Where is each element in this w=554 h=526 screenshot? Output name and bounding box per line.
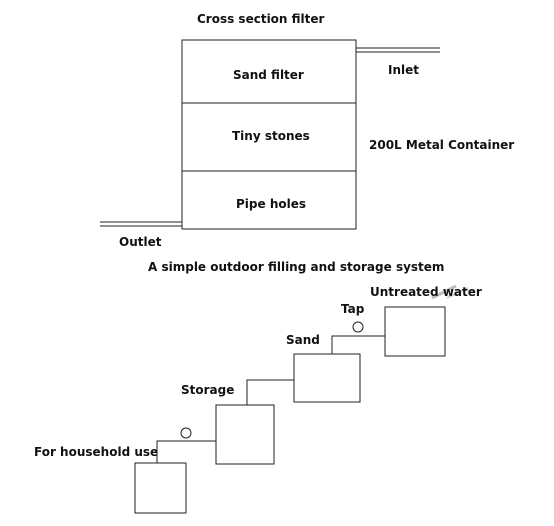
untreated-water-label: Untreated water: [370, 285, 482, 299]
pipe-storage-to-household: [156, 440, 216, 463]
inlet-label: Inlet: [388, 63, 419, 77]
pipe-untreated-to-sand: [331, 335, 385, 354]
inlet-pipe: [356, 47, 440, 53]
storage-tap-valve-icon: [180, 427, 192, 439]
storage-label: Storage: [181, 383, 234, 397]
layer-tiny-stones: Tiny stones: [232, 129, 310, 143]
tap-valve-icon: [352, 321, 364, 333]
pipe-sand-to-storage: [246, 379, 294, 405]
container-label: 200L Metal Container: [369, 138, 514, 152]
pencil-mark-icon: [431, 284, 469, 300]
sand-label: Sand: [286, 333, 320, 347]
household-tank: [134, 462, 187, 514]
metal-container: [181, 39, 357, 230]
household-use-label: For household use: [34, 445, 158, 459]
storage-tank: [215, 404, 275, 465]
layer-pipe-holes: Pipe holes: [236, 197, 306, 211]
cross-section-title: Cross section filter: [197, 12, 325, 26]
sand-filter-tank: [293, 353, 361, 403]
system-title: A simple outdoor filling and storage sys…: [148, 260, 444, 274]
outlet-label: Outlet: [119, 235, 162, 249]
tap-label: Tap: [341, 302, 365, 316]
layer-sand-filter: Sand filter: [233, 68, 304, 82]
outlet-pipe: [100, 221, 182, 227]
untreated-water-tank: [384, 306, 446, 357]
